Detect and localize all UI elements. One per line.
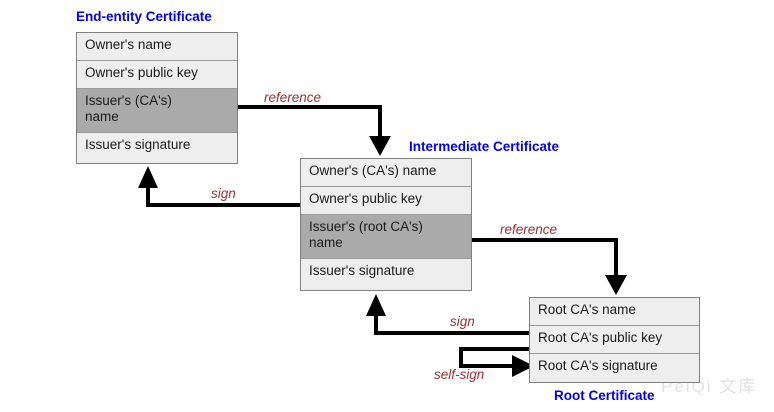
sign-2-vertical-segment <box>374 316 378 333</box>
intermediate-certificate-title: Intermediate Certificate <box>409 139 560 154</box>
sign-1-label: sign <box>211 186 236 201</box>
reference-2-horizontal-segment <box>470 238 618 242</box>
intermediate-certificate-box: Owner's (CA's) name Owner's public key I… <box>300 158 472 291</box>
reference-1-arrowhead-icon <box>369 136 391 156</box>
end-entity-row-owner-name: Owner's name <box>77 33 237 61</box>
root-row-signature: Root CA's signature <box>530 354 699 382</box>
end-entity-row-issuer-name: Issuer's (CA's) name <box>77 89 237 133</box>
intermediate-row-issuer-signature: Issuer's signature <box>301 259 471 290</box>
intermediate-row-owner-public-key: Owner's public key <box>301 187 471 215</box>
root-certificate-box: Root CA's name Root CA's public key Root… <box>529 297 700 383</box>
intermediate-row-issuer-name: Issuer's (root CA's) name <box>301 215 471 259</box>
reference-2-arrowhead-icon <box>605 275 627 295</box>
self-sign-vertical-segment <box>459 347 463 368</box>
reference-1-label: reference <box>264 90 322 105</box>
sign-2-horizontal-segment <box>374 331 531 335</box>
self-sign-bottom-segment <box>459 364 533 368</box>
sign-2-arrowhead-icon <box>366 294 386 316</box>
reference-2-label: reference <box>500 222 558 237</box>
end-entity-row-issuer-signature: Issuer's signature <box>77 133 237 163</box>
root-row-public-key: Root CA's public key <box>530 326 699 354</box>
sign-1-vertical-segment <box>146 188 150 205</box>
reference-1-vertical-segment <box>378 105 382 137</box>
sign-1-arrowhead-icon <box>138 166 158 188</box>
sign-1-horizontal-segment <box>146 203 302 207</box>
reference-1-horizontal-segment <box>236 105 382 109</box>
end-entity-certificate-title: End-entity Certificate <box>76 9 212 24</box>
reference-2-vertical-segment <box>614 238 618 275</box>
sign-2-label: sign <box>450 314 475 329</box>
intermediate-row-owner-name: Owner's (CA's) name <box>301 159 471 187</box>
end-entity-row-owner-public-key: Owner's public key <box>77 61 237 89</box>
root-row-name: Root CA's name <box>530 298 699 326</box>
self-sign-label: self-sign <box>434 367 485 382</box>
self-sign-top-segment <box>459 347 533 351</box>
end-entity-certificate-box: Owner's name Owner's public key Issuer's… <box>76 32 238 164</box>
self-sign-arrowhead-icon <box>512 355 534 377</box>
root-certificate-title: Root Certificate <box>554 388 655 403</box>
